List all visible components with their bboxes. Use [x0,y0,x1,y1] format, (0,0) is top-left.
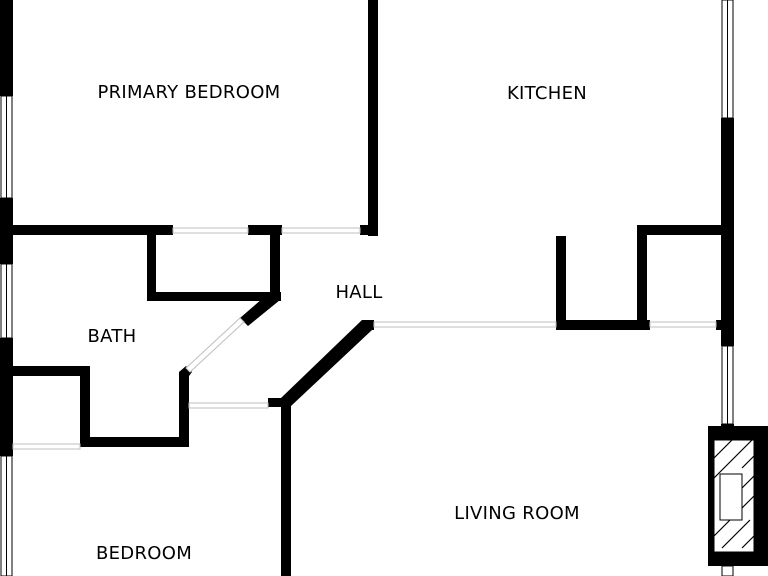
fireplace-firebox [719,473,743,521]
wall-bath-bottom [80,437,188,447]
opening-bath-diag [185,317,245,373]
wall-pantry-left [637,225,647,330]
opening-bedroom-hall [188,402,269,409]
wall-bath-right [179,372,189,447]
wall-primary-kitchen [368,0,378,236]
wall-diag-hall-living [281,320,372,406]
openings [12,227,717,450]
window-right-3 [721,565,734,576]
wall-bath-lower-vert [80,366,90,446]
wall-kitchen-bottom [556,320,650,330]
room-label-bedroom: BEDROOM [96,543,192,564]
wall-right-upper [721,118,734,346]
wall-pantry-top [637,225,727,235]
wall-primary-bottom-a [13,225,173,235]
room-label-hall: HALL [335,282,382,303]
wall-bedroom-right [281,398,291,576]
room-label-living-room: LIVING ROOM [454,503,580,524]
opening-primary-hall [281,227,361,234]
room-labels: PRIMARY BEDROOM KITCHEN HALL BATH LIVING… [88,82,587,564]
opening-pantry-living [649,321,717,328]
wall-closet-left [147,230,156,300]
wall-bedroom-right-top [268,398,290,407]
opening-hall-living [373,321,557,328]
fireplace-hatch [713,439,755,549]
wall-closet-bottom [147,292,281,301]
opening-primary-bath [172,227,249,234]
wall-primary-bottom-c [360,225,378,235]
windows [0,0,734,576]
wall-closet-right [270,230,280,300]
wall-hall-living-stub [362,320,374,330]
opening-bath-bedroom [12,443,81,450]
wall-kitchen-stub [556,236,566,330]
room-label-bath: BATH [88,326,137,347]
wall-left-top [0,0,13,96]
room-label-primary-bedroom: PRIMARY BEDROOM [97,82,280,103]
wall-bath-lower-left [13,366,90,376]
wall-left-mid1 [0,198,13,264]
wall-primary-bottom-b [248,225,282,235]
wall-bath-corner [179,366,192,376]
room-label-kitchen: KITCHEN [507,83,587,104]
wall-left-mid2 [0,338,13,456]
fireplace [713,439,755,553]
wall-diag-closet [240,292,280,326]
